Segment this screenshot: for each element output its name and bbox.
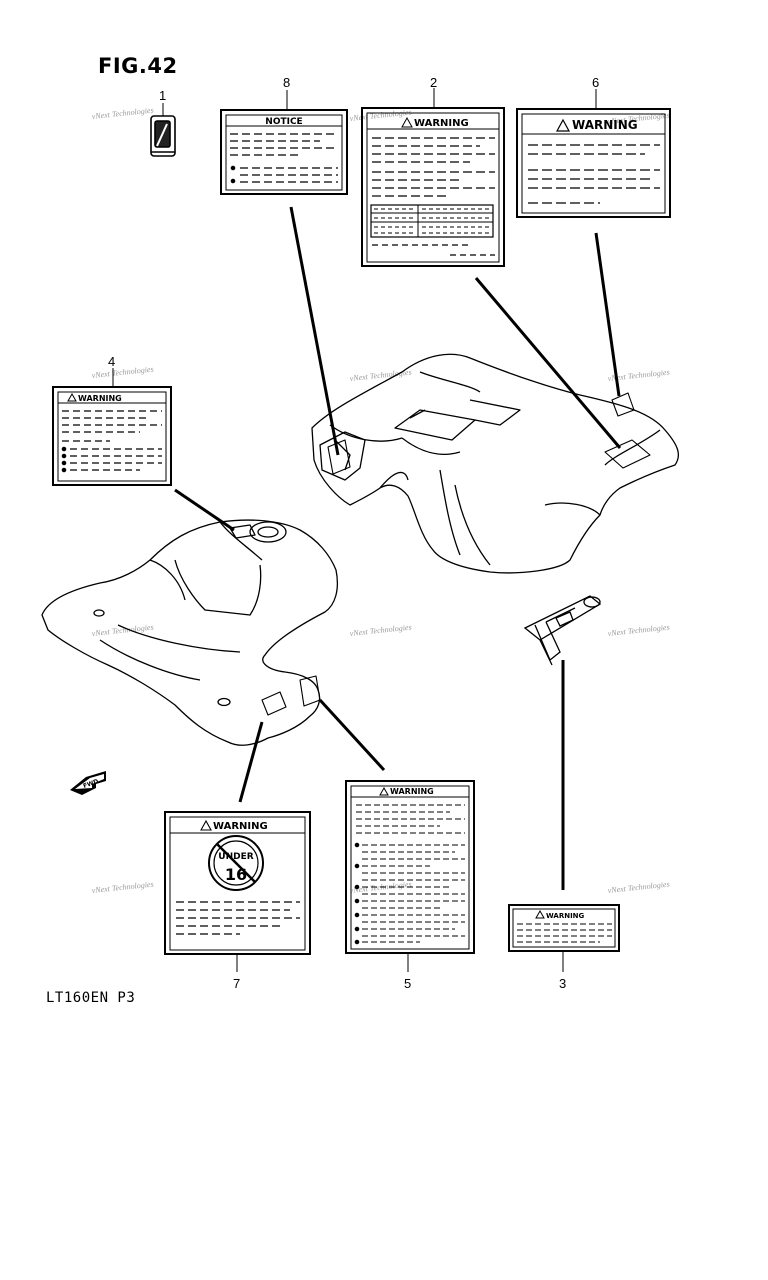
front-fender	[41, 519, 339, 746]
notice-label-title: NOTICE	[265, 117, 302, 127]
watermark: vNext Technologies	[91, 365, 154, 380]
warning-label-6-title: WARNING	[572, 118, 638, 132]
watermark: vNext Technologies	[607, 880, 670, 895]
watermark: vNext Technologies	[349, 108, 412, 123]
part-1-switch	[150, 103, 176, 157]
callout-7: 7	[233, 976, 240, 991]
watermark: vNext Technologies	[349, 368, 412, 383]
part-2-warning-label	[361, 88, 505, 267]
callout-5: 5	[404, 976, 411, 991]
fwd-arrow-icon: FWD	[70, 771, 106, 795]
watermark: vNext Technologies	[91, 106, 154, 121]
figure-title: FIG.42	[98, 54, 178, 78]
part-4-warning-label	[52, 368, 172, 486]
watermark: vNext Technologies	[607, 623, 670, 638]
model-code: LT160EN P3	[46, 990, 136, 1006]
leader-lines	[174, 206, 622, 803]
under16-label-top: UNDER	[218, 852, 253, 862]
callout-1: 1	[159, 88, 166, 103]
callout-3: 3	[559, 976, 566, 991]
part-6-warning-label	[516, 89, 671, 218]
warning-label-3-title: WARNING	[546, 912, 585, 920]
warning-label-7-title: WARNING	[213, 821, 268, 832]
rear-fender	[311, 353, 679, 574]
part-7-under16-warning-label	[164, 811, 311, 972]
part-3-warning-label	[508, 904, 620, 972]
callout-8: 8	[283, 75, 290, 90]
part-8-notice-label	[220, 90, 348, 195]
warning-label-4-title: WARNING	[78, 394, 122, 403]
watermark: vNext Technologies	[91, 880, 154, 895]
warning-label-5-title: WARNING	[390, 787, 434, 796]
callout-2: 2	[430, 75, 437, 90]
watermark: vNext Technologies	[349, 623, 412, 638]
under16-label-number: 16	[225, 865, 247, 884]
fwd-label: FWD	[82, 778, 99, 790]
watermarks: vNext Technologies vNext Technologies vN…	[91, 106, 670, 895]
callout-6: 6	[592, 75, 599, 90]
warning-label-2-title: WARNING	[414, 118, 469, 129]
part-5-warning-label	[345, 780, 475, 972]
part-3-bracket	[523, 595, 602, 890]
callout-4: 4	[108, 354, 115, 369]
